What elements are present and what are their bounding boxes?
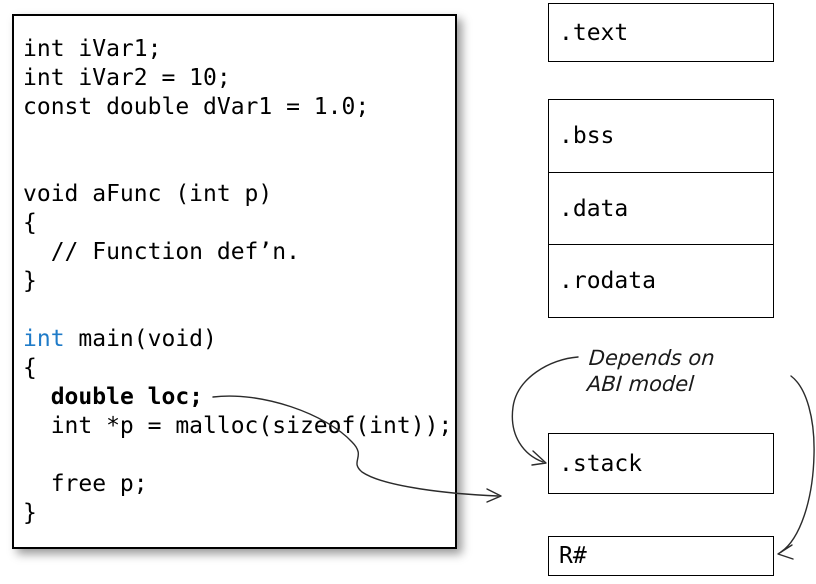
abi-annotation-line2: ABI model <box>586 372 695 396</box>
code-segment: { <box>23 355 37 381</box>
code-panel: int iVar1; int iVar2 = 10; const double dV… <box>12 14 457 549</box>
code-segment: void aFunc (int p) <box>23 181 273 207</box>
memory-label-stack: .stack <box>559 450 643 477</box>
memory-box-register: R# <box>548 536 774 576</box>
memory-label-rodata: .rodata <box>559 268 656 295</box>
code-line: // Function def’n. <box>23 238 455 267</box>
memory-label-text: .text <box>559 19 629 46</box>
code-segment: free p; <box>23 471 148 497</box>
code-line: int iVar1; <box>23 35 455 64</box>
code-line: } <box>23 267 455 296</box>
memory-box-static-data-group: .bss .data .rodata <box>548 99 774 318</box>
code-segment: } <box>23 268 37 294</box>
code-segment: } <box>23 500 37 526</box>
code-line: int iVar2 = 10; <box>23 64 455 93</box>
memory-section-bss: .bss <box>549 100 773 172</box>
memory-section-data: .data <box>549 171 773 245</box>
memory-box-text: .text <box>548 3 774 62</box>
code-line <box>23 296 455 325</box>
code-line <box>23 122 455 151</box>
code-listing: int iVar1; int iVar2 = 10; const double dV… <box>14 16 455 528</box>
code-line: double loc; <box>23 383 455 412</box>
code-segment: // Function def’n. <box>23 239 300 265</box>
code-line: { <box>23 209 455 238</box>
code-segment: main(void) <box>64 326 217 352</box>
memory-label-data: .data <box>559 195 629 222</box>
code-segment: int iVar2 = 10; <box>23 65 231 91</box>
memory-label-register: R# <box>559 543 587 569</box>
code-line: const double dVar1 = 1.0; <box>23 93 455 122</box>
code-line: { <box>23 354 455 383</box>
code-segment: const double dVar1 = 1.0; <box>23 94 370 120</box>
code-line <box>23 151 455 180</box>
code-line: int *p = malloc(sizeof(int)); <box>23 412 455 441</box>
code-segment <box>23 384 51 410</box>
memory-label-bss: .bss <box>559 122 615 149</box>
code-segment: { <box>23 210 37 236</box>
abi-annotation: Depends on ABI model <box>586 345 715 397</box>
code-line: int main(void) <box>23 325 455 354</box>
code-segment: int iVar1; <box>23 36 162 62</box>
memory-section-rodata: .rodata <box>549 244 773 317</box>
abi-annotation-line1: Depends on <box>588 346 716 370</box>
code-segment: int <box>23 326 65 352</box>
code-line: free p; <box>23 470 455 499</box>
memory-box-stack: .stack <box>548 433 774 494</box>
code-segment: int *p = malloc(sizeof(int)); <box>23 413 453 439</box>
code-line <box>23 441 455 470</box>
code-line: } <box>23 499 455 528</box>
arrow-annotation-to-register <box>777 375 815 560</box>
code-line: void aFunc (int p) <box>23 180 455 209</box>
code-segment: double loc; <box>50 384 204 410</box>
